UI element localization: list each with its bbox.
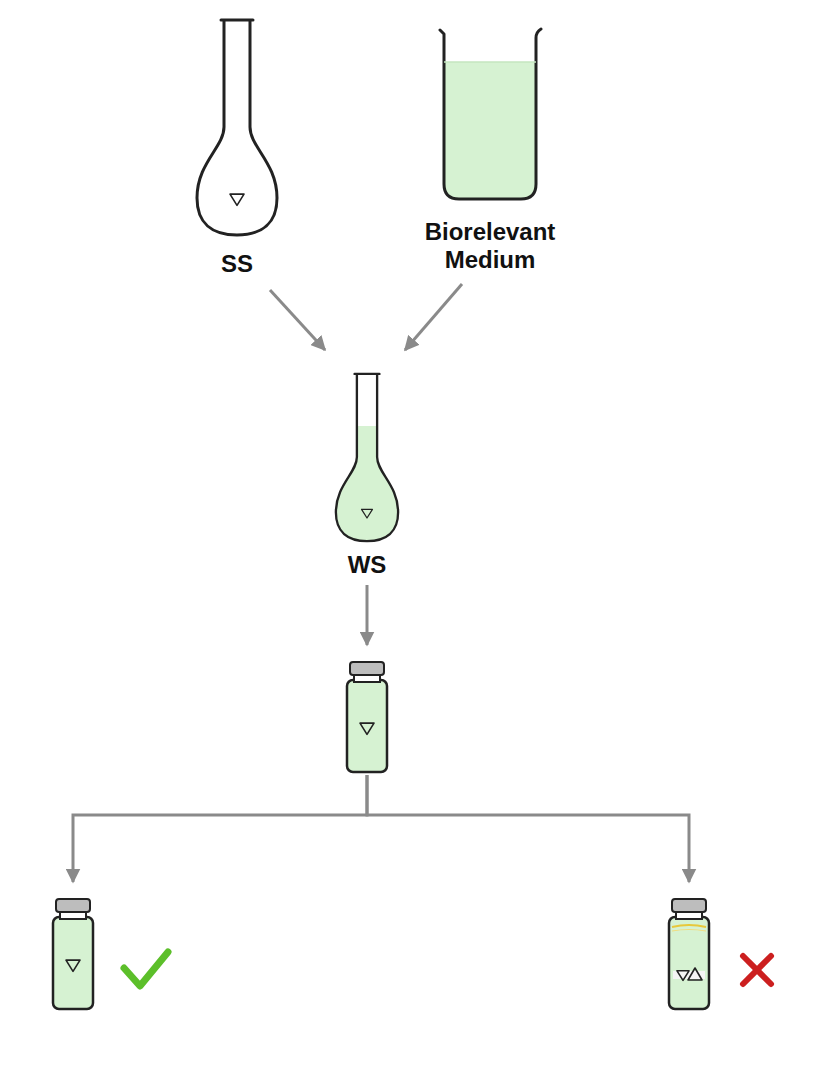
flow-arrow (405, 284, 462, 350)
flow-arrow (366, 585, 369, 645)
flow-arrow (270, 290, 325, 350)
flow-arrow (73, 775, 367, 882)
sample-vial (342, 645, 392, 775)
beaker-drawing (435, 24, 545, 204)
flask-drawing (332, 370, 402, 545)
sample-vial (664, 882, 714, 1012)
node-label: Biorelevant Medium (410, 218, 570, 274)
volumetric-flask: SS (182, 15, 292, 290)
flow-arrow (367, 775, 689, 882)
flask-drawing (192, 15, 282, 240)
node-label: SS (182, 250, 292, 278)
volumetric-flask: WS (297, 350, 437, 585)
vial-drawing (664, 897, 714, 1012)
node-label: WS (297, 551, 437, 579)
cross-mark (743, 956, 771, 984)
vial-drawing (342, 660, 392, 775)
sample-vial (48, 882, 98, 1012)
vial-drawing (48, 897, 98, 1012)
check-mark (124, 952, 168, 986)
medium-beaker: Biorelevant Medium (410, 20, 570, 284)
